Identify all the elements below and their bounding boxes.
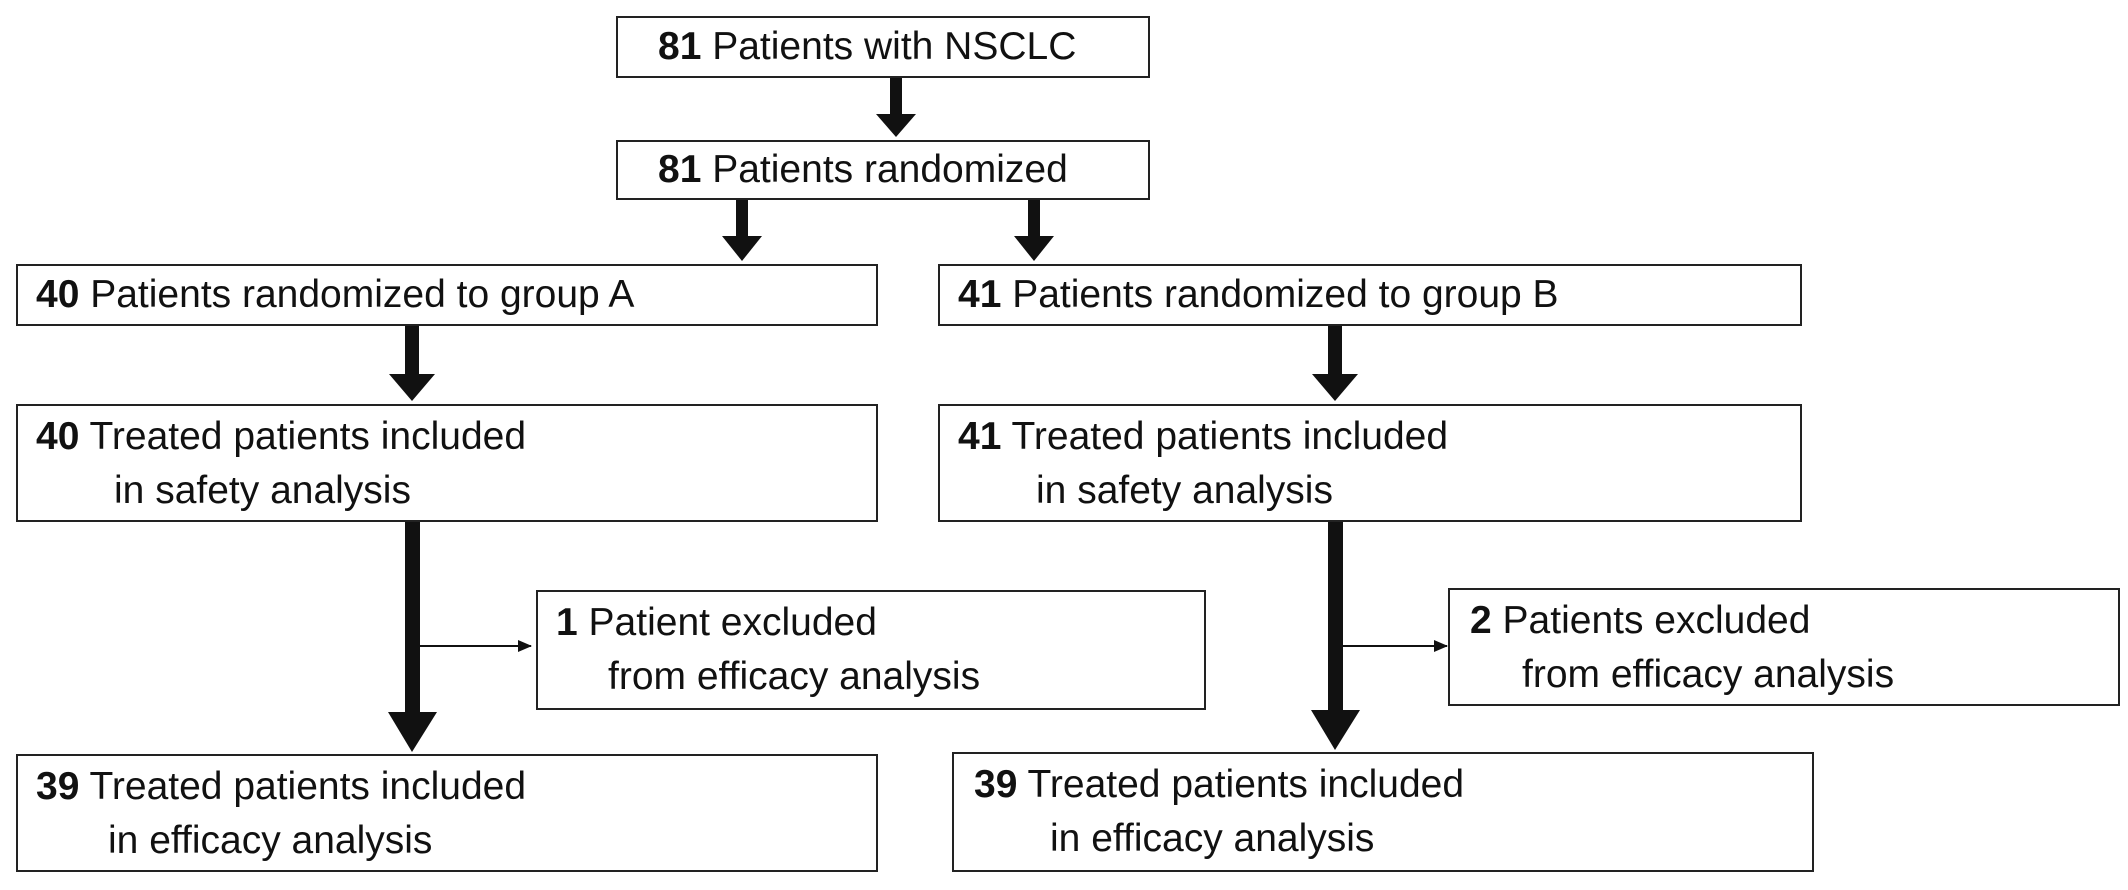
safety-b-count: 41	[958, 415, 1002, 458]
excluded-b-line2: from efficacy analysis	[1522, 653, 1895, 696]
efficacy-b-line2: in efficacy analysis	[1050, 817, 1375, 860]
box-safety-b: 41 Treated patients included in safety a…	[938, 404, 1802, 522]
box-safety-a: 40 Treated patients included in safety a…	[16, 404, 878, 522]
safety-a-count: 40	[36, 415, 80, 458]
group-b-text: Patients randomized to group B	[1012, 273, 1559, 316]
screened-text: Patients with NSCLC	[712, 25, 1077, 68]
excluded-a-count: 1	[556, 601, 578, 644]
box-screened-patients: 81 Patients with NSCLC	[616, 16, 1150, 78]
excluded-a-line2: from efficacy analysis	[608, 655, 981, 698]
efficacy-b-line1: Treated patients included	[1027, 763, 1465, 806]
box-excluded-b: 2 Patients excluded from efficacy analys…	[1448, 588, 2120, 706]
group-a-text: Patients randomized to group A	[90, 273, 635, 316]
excluded-a-line1: Patient excluded	[588, 601, 877, 644]
efficacy-b-count: 39	[974, 763, 1018, 806]
group-a-count: 40	[36, 273, 80, 316]
excluded-b-line1: Patients excluded	[1502, 599, 1811, 642]
box-group-a: 40 Patients randomized to group A	[16, 264, 878, 326]
group-b-count: 41	[958, 273, 1002, 316]
screened-count: 81	[658, 25, 702, 68]
efficacy-a-line1: Treated patients included	[89, 765, 527, 808]
efficacy-a-count: 39	[36, 765, 80, 808]
box-randomized-patients: 81 Patients randomized	[616, 140, 1150, 200]
efficacy-a-line2: in efficacy analysis	[108, 819, 433, 862]
arrow-randomized-to-group-b	[1014, 200, 1054, 261]
safety-a-line2: in safety analysis	[114, 469, 411, 512]
box-efficacy-b: 39 Treated patients included in efficacy…	[952, 752, 1814, 872]
excluded-b-count: 2	[1470, 599, 1492, 642]
box-group-b: 41 Patients randomized to group B	[938, 264, 1802, 326]
box-excluded-a: 1 Patient excluded from efficacy analysi…	[536, 590, 1206, 710]
box-efficacy-a: 39 Treated patients included in efficacy…	[16, 754, 878, 872]
randomized-text: Patients randomized	[712, 148, 1068, 191]
arrow-group-b-to-safety-b	[1312, 326, 1358, 401]
arrow-screened-to-randomized	[876, 78, 916, 137]
arrow-group-a-to-safety-a	[389, 326, 435, 401]
arrow-randomized-to-group-a	[722, 200, 762, 261]
safety-a-line1: Treated patients included	[89, 415, 527, 458]
randomized-count: 81	[658, 148, 702, 191]
arrow-safety-a-to-efficacy-a	[388, 522, 437, 752]
arrow-safety-b-to-efficacy-b	[1311, 522, 1360, 750]
safety-b-line2: in safety analysis	[1036, 469, 1333, 512]
safety-b-line1: Treated patients included	[1011, 415, 1449, 458]
